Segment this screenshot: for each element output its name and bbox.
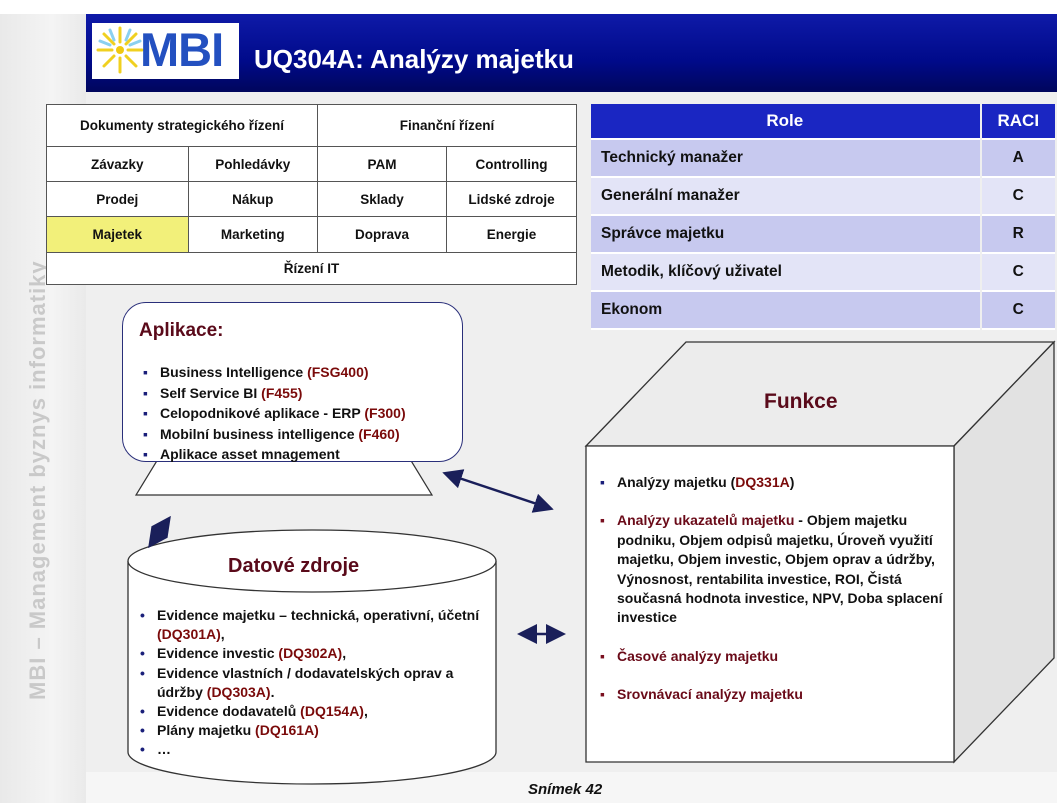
list-item: Plány majetku (DQ161A) (140, 721, 487, 740)
functions-list: Analýzy majetku (DQ331A) Analýzy ukazate… (600, 473, 947, 724)
domain-cell: Energie (446, 216, 577, 253)
raci-header-raci: RACI (981, 104, 1055, 140)
list-item: Mobilní business intelligence (F460) (143, 424, 406, 445)
list-item: Self Service BI (F455) (143, 383, 406, 404)
raci-role: Ekonom (591, 292, 980, 330)
logo-text: MBI (140, 23, 224, 76)
domain-cell: Prodej (46, 181, 189, 217)
domain-cell: Dokumenty strategického řízení (46, 104, 318, 147)
raci-value: A (981, 140, 1055, 178)
domain-cell: Nákup (187, 181, 319, 217)
domain-cell: Řízení IT (46, 252, 577, 285)
raci-header-role: Role (591, 104, 980, 140)
data-sources-title: Datové zdroje (228, 555, 360, 577)
raci-role: Správce majetku (591, 216, 980, 254)
list-item: Business Intelligence (FSG400) (143, 362, 406, 383)
sidebar-vertical-text: MBI – Management byznys informatiky (25, 260, 50, 700)
functions-title: Funkce (764, 390, 838, 413)
domain-table: Dokumenty strategického řízení Finanční … (46, 104, 577, 285)
domain-cell: Pohledávky (187, 146, 319, 182)
raci-role: Generální manažer (591, 178, 980, 216)
domain-cell-highlighted: Majetek (46, 216, 189, 253)
applications-title: Aplikace: (139, 320, 224, 341)
raci-value: C (981, 254, 1055, 292)
list-item: Srovnávací analýzy majetku (600, 685, 947, 705)
page-title: UQ304A: Analýzy majetku (254, 44, 574, 74)
domain-cell: Závazky (46, 146, 189, 182)
domain-cell: Marketing (187, 216, 319, 253)
applications-list: Business Intelligence (FSG400) Self Serv… (143, 362, 406, 465)
list-item: Analýzy ukazatelů majetku - Objem majetk… (600, 511, 947, 627)
raci-table: Role RACI Technický manažer A Generální … (589, 104, 1057, 330)
list-item: Celopodnikové aplikace - ERP (F300) (143, 403, 406, 424)
domain-cell: PAM (317, 146, 447, 182)
raci-role: Metodik, klíčový uživatel (591, 254, 980, 292)
list-item: Evidence dodavatelů (DQ154A), (140, 702, 487, 721)
sun-logo-icon (96, 26, 144, 74)
header-bar (86, 14, 1057, 92)
list-item: Analýzy majetku (DQ331A) (600, 473, 947, 493)
list-item: Evidence vlastních / dodavatelských opra… (140, 664, 487, 702)
domain-cell: Controlling (446, 146, 577, 182)
domain-cell: Sklady (317, 181, 447, 217)
slide-number: Snímek 42 (528, 781, 603, 798)
list-item: Evidence investic (DQ302A), (140, 644, 487, 663)
data-sources-list: Evidence majetku – technická, operativní… (140, 606, 487, 760)
list-item: Aplikace asset mnagement (143, 444, 406, 465)
raci-value: R (981, 216, 1055, 254)
list-item: … (140, 740, 487, 759)
raci-role: Technický manažer (591, 140, 980, 178)
domain-cell: Doprava (317, 216, 447, 253)
raci-value: C (981, 178, 1055, 216)
top-margin (0, 0, 1057, 14)
raci-value: C (981, 292, 1055, 330)
list-item: Časové analýzy majetku (600, 647, 947, 667)
domain-cell: Finanční řízení (317, 104, 577, 147)
domain-cell: Lidské zdroje (446, 181, 577, 217)
list-item: Evidence majetku – technická, operativní… (140, 606, 487, 644)
